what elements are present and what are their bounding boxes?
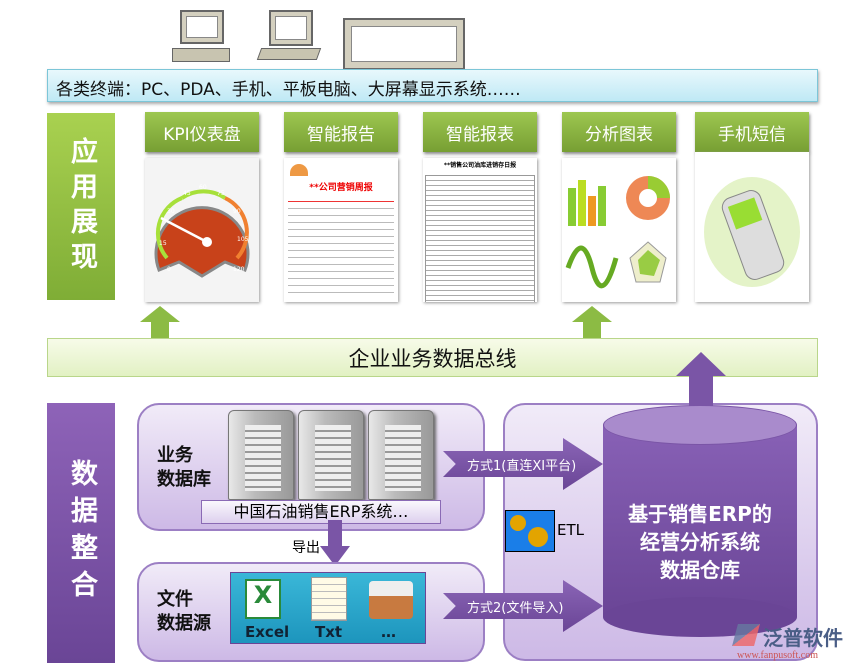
statement-title: **销售公司油库进销存日报 [443,162,517,169]
up-arrow-icon [572,306,612,340]
file-box-icon [369,581,413,619]
gauge-tick: 75 [217,190,225,197]
data-warehouse-cylinder: 基于销售ERP的 经营分析系统 数据仓库 [603,405,797,637]
more-label: … [381,623,396,641]
excel-icon: X [245,579,281,619]
server-icon [228,410,294,500]
gauge-tick: 15 [159,240,167,247]
kpi-gauge-thumbnail: 0 15 30 45 60 75 90 105 120 [145,158,259,302]
excel-label: Excel [245,623,290,641]
tile-analysis-charts[interactable]: 分析图表 [562,112,676,152]
gauge-tick: 0 [167,266,171,273]
logo-url: www.fanpusoft.com [737,650,819,661]
gauge-tick: 30 [167,208,175,215]
warehouse-title: 基于销售ERP的 经营分析系统 数据仓库 [628,502,772,582]
etl-label: ETL [557,521,584,539]
txt-label: Txt [315,623,343,641]
gauge-tick: 45 [183,190,191,197]
daily-statement-thumbnail: **销售公司油库进销存日报 [423,158,537,302]
gauge-tick: 105 [237,236,249,243]
application-label: 应用展现 [47,113,115,300]
tile-sms[interactable]: 手机短信 [695,112,809,152]
business-db-label: 业务 数据库 [157,445,211,490]
up-arrow-icon [140,306,180,340]
down-arrow-icon [320,520,350,566]
fanpusoft-logo: 泛普软件 www.fanpusoft.com [732,622,860,666]
report-title: **公司营销周报 [309,183,373,193]
file-source-label: 文件 数据源 [157,589,211,634]
gauge-tick: 60 [199,184,207,191]
server-icon [368,410,434,500]
gauge-tick: 90 [233,208,241,215]
large-screen-icon [343,18,465,70]
up-arrow-icon [676,352,726,406]
laptop-icon [255,10,325,65]
logo-name: 泛普软件 [763,626,843,650]
file-types-panel: X Excel Txt … [230,572,426,644]
export-label: 导出 [292,540,320,556]
erp-system-label: 中国石油销售ERP系统… [201,500,441,524]
gauge-tick: 120 [233,266,245,273]
desktop-pc-icon [172,10,234,65]
server-icon [298,410,364,500]
etl-gears-icon [505,510,555,552]
integration-label: 数据整合 [47,403,115,663]
text-file-icon [311,577,347,621]
tile-smart-statement[interactable]: 智能报表 [423,112,537,152]
analysis-charts-thumbnail [562,158,676,302]
weekly-report-thumbnail: **公司营销周报 [284,158,398,302]
tile-smart-report[interactable]: 智能报告 [284,112,398,152]
tile-kpi-dashboard[interactable]: KPI仪表盘 [145,112,259,152]
terminals-banner: 各类终端：PC、PDA、手机、平板电脑、大屏幕显示系统…… [47,69,818,102]
mobile-sms-thumbnail [695,152,809,302]
